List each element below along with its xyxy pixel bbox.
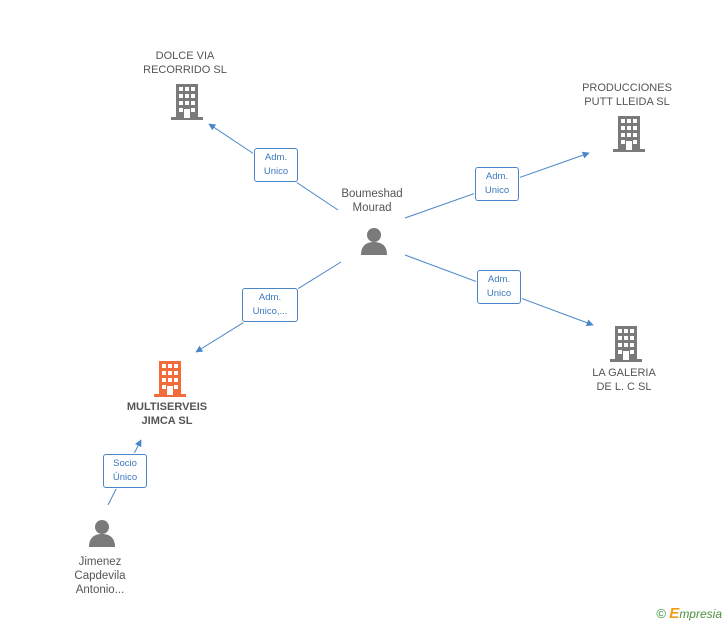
empresia-logo-e: E [669, 605, 680, 622]
node-label-producciones-putt-lleida[interactable]: PRODUCCIONES PUTT LLEIDA SL [582, 81, 672, 109]
edge-label-line: Adm. [258, 292, 282, 303]
edge-label-adm-unico[interactable]: Adm. Unico [475, 167, 519, 201]
node-label-line: Boumeshad [341, 188, 403, 200]
node-label-line: JIMCA SL [141, 415, 193, 427]
building-icon[interactable] [171, 84, 203, 120]
node-label-line: Mourad [352, 202, 392, 214]
node-label-multiserveis-jimca[interactable]: MULTISERVEIS JIMCA SL [127, 400, 207, 428]
node-label-dolce-via-recorrido[interactable]: DOLCE VIA RECORRIDO SL [143, 49, 227, 77]
edge-label-adm-unico-more[interactable]: Adm. Unico,... [242, 288, 298, 322]
edge-label-socio-unico[interactable]: Socio Único [103, 454, 147, 488]
copyright-symbol: © [656, 606, 666, 621]
node-label-la-galeria[interactable]: LA GALERIA DE L. C SL [592, 366, 656, 394]
edge-label-line: Unico,... [252, 306, 288, 317]
node-label-line: Jimenez [78, 556, 122, 568]
edge-label-line: Adm. [487, 274, 511, 285]
edge-label-line: Unico [263, 166, 289, 177]
node-label-line: LA GALERIA [592, 367, 656, 379]
edge-label-line: Adm. [264, 152, 288, 163]
node-label-line: DOLCE VIA [155, 50, 215, 62]
building-icon[interactable] [613, 116, 645, 152]
node-label-line: Antonio... [75, 584, 125, 596]
edge-label-line: Unico [486, 288, 512, 299]
empresia-logo-text: mpresia [679, 607, 722, 621]
node-label-line: Capdevila [74, 570, 126, 582]
node-label-jimenez-capdevila[interactable]: Jimenez Capdevila Antonio... [74, 555, 125, 597]
edge-label-line: Adm. [485, 171, 509, 182]
node-label-line: RECORRIDO SL [143, 64, 227, 76]
node-label-line: DE L. C SL [596, 381, 652, 393]
footer-brand: © Empresia [656, 605, 722, 622]
node-label-line: PUTT LLEIDA SL [584, 96, 670, 108]
person-icon[interactable] [360, 227, 388, 255]
edge-label-adm-unico[interactable]: Adm. Unico [477, 270, 521, 304]
person-icon[interactable] [88, 519, 116, 547]
edge-label-line: Unico [484, 185, 510, 196]
node-label-boumeshad-mourad[interactable]: Boumeshad Mourad [341, 187, 402, 215]
edge-label-line: Socio [113, 458, 137, 469]
edge-label-line: Único [112, 472, 138, 483]
building-icon[interactable] [610, 326, 642, 362]
node-label-line: PRODUCCIONES [582, 82, 672, 94]
node-label-line: MULTISERVEIS [126, 401, 208, 413]
edge-label-adm-unico[interactable]: Adm. Unico [254, 148, 298, 182]
building-icon-focus[interactable] [154, 361, 186, 397]
